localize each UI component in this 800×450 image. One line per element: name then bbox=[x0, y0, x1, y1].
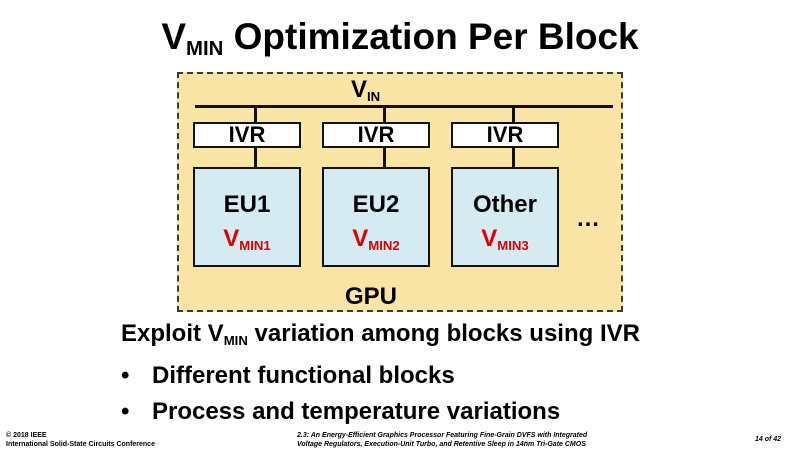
vin-bus-line bbox=[195, 105, 613, 108]
vmin-subscript: MIN2 bbox=[368, 237, 400, 253]
ivr-box-3: IVR bbox=[451, 122, 559, 148]
vmin-subscript: MIN1 bbox=[239, 237, 271, 253]
footer-copyright: © 2018 IEEE International Solid-State Ci… bbox=[6, 431, 155, 449]
vmin-main: V bbox=[352, 225, 369, 252]
paper-title-line-2: Voltage Regulators, Execution-Unit Turbo… bbox=[297, 441, 586, 448]
lead-post: variation among blocks using IVR bbox=[247, 320, 640, 347]
bullet-text: Different functional blocks bbox=[152, 362, 455, 389]
block-name: EU2 bbox=[352, 191, 400, 218]
block-vmin: VMIN3 bbox=[453, 225, 557, 256]
conference-line: International Solid-State Circuits Confe… bbox=[6, 441, 155, 448]
bullet-text: Process and temperature variations bbox=[152, 398, 561, 425]
footer-paper-title: 2.3: An Energy-Efficient Graphics Proces… bbox=[297, 431, 587, 449]
title-subscript: MIN bbox=[186, 38, 224, 61]
vin-subscript: IN bbox=[367, 88, 381, 104]
paper-title-line-1: 2.3: An Energy-Efficient Graphics Proces… bbox=[297, 432, 588, 439]
bullet-marker: • bbox=[121, 362, 130, 389]
bullet-marker: • bbox=[121, 398, 130, 425]
block-eu1: EU1 VMIN1 bbox=[193, 167, 301, 267]
block-other: Other VMIN3 bbox=[451, 167, 559, 267]
copyright-line: © 2018 IEEE bbox=[6, 432, 47, 439]
title-rest: Optimization Per Block bbox=[223, 16, 639, 57]
slide-title: VMIN Optimization Per Block bbox=[0, 12, 800, 68]
more-blocks-ellipsis: … bbox=[576, 205, 600, 232]
ivr-box-2: IVR bbox=[322, 122, 430, 148]
bullet-item-2: • Process and temperature variations bbox=[121, 396, 560, 428]
page-number: 14 of 42 bbox=[755, 436, 782, 443]
ivr-output-line-1 bbox=[254, 147, 257, 167]
gpu-label: GPU bbox=[345, 283, 398, 310]
block-name: EU1 bbox=[223, 191, 271, 218]
block-name: Other bbox=[472, 191, 537, 218]
bullet-item-1: • Different functional blocks bbox=[121, 360, 455, 392]
vmin-main: V bbox=[481, 225, 498, 252]
vmin-subscript: MIN3 bbox=[497, 237, 529, 253]
ivr-box-1: IVR bbox=[193, 122, 301, 148]
title-v: V bbox=[161, 16, 187, 57]
vmin-main: V bbox=[223, 225, 240, 252]
block-vmin: VMIN1 bbox=[195, 225, 299, 256]
block-vmin: VMIN2 bbox=[324, 225, 428, 256]
block-eu2: EU2 VMIN2 bbox=[322, 167, 430, 267]
vin-main: V bbox=[351, 76, 368, 103]
ivr-feed-line-3 bbox=[512, 105, 515, 122]
ivr-feed-line-1 bbox=[254, 105, 257, 122]
vin-label: VIN bbox=[351, 76, 380, 107]
lead-subscript: MIN bbox=[223, 332, 248, 348]
lead-statement: Exploit VMIN variation among blocks usin… bbox=[121, 318, 640, 353]
ivr-feed-line-2 bbox=[383, 105, 386, 122]
ivr-output-line-2 bbox=[383, 147, 386, 167]
lead-pre: Exploit V bbox=[121, 320, 224, 347]
ivr-output-line-3 bbox=[512, 147, 515, 167]
